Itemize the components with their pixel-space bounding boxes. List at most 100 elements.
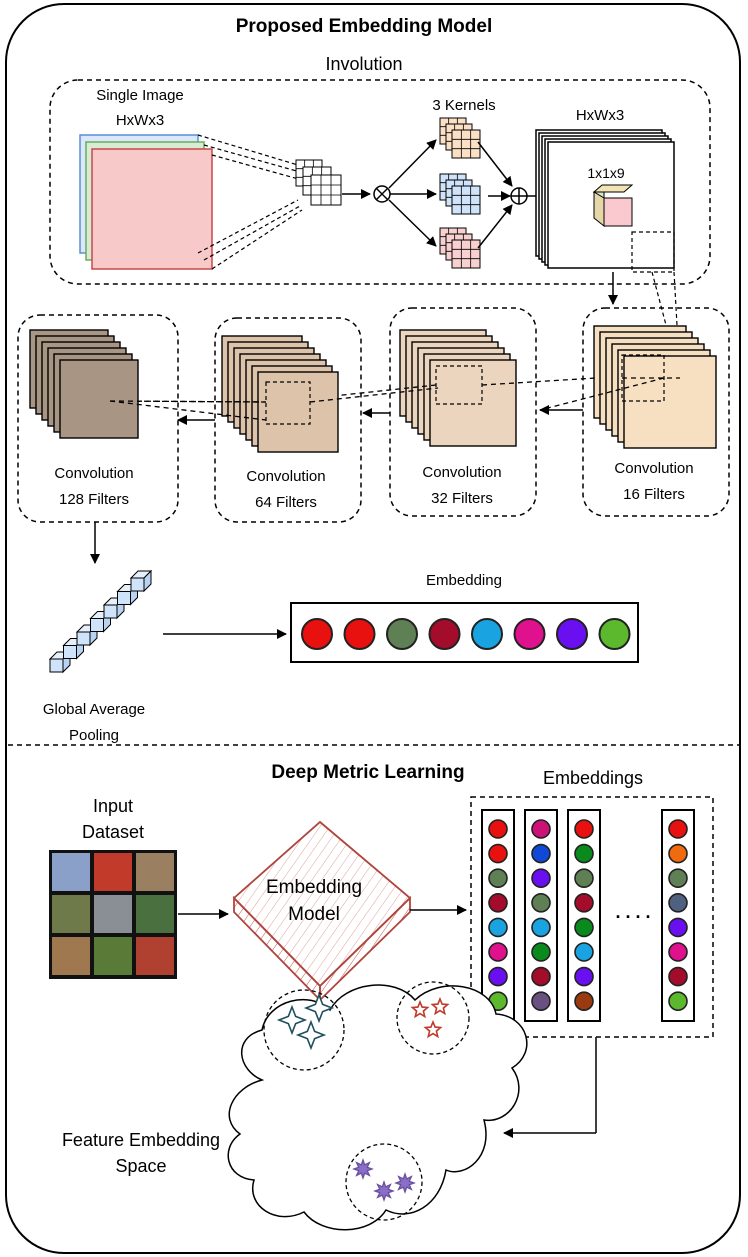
embedding-dot (471, 618, 503, 650)
dataset-thumbnail (52, 895, 90, 933)
embedding-column-dot (488, 966, 508, 987)
embedding-column-dot (488, 843, 508, 864)
pooling-cube-front (90, 618, 104, 632)
embedding-column-dot (668, 991, 688, 1012)
model-label-line1: Embedding (266, 877, 362, 898)
input-dataset-grid (49, 850, 177, 979)
cluster-purple (345, 1143, 423, 1221)
kernel-pink-front (451, 239, 481, 269)
kernel-stacks (439, 117, 481, 269)
embedding-column-frame (524, 809, 558, 1022)
embedding-column-dot (574, 966, 594, 987)
dataset-thumbnail (52, 853, 90, 891)
conv16-label-line1: Convolution (614, 460, 693, 477)
cluster-stars (276, 992, 450, 1202)
embedding-dot (428, 618, 461, 650)
kernel-blue-front (451, 185, 481, 215)
embedding-column-dot (488, 942, 508, 962)
output-stack (535, 129, 675, 269)
kernel-top-to-add-arrow (477, 141, 513, 187)
embedding-column-dot (574, 991, 594, 1012)
patch-grid (295, 159, 342, 206)
output-size-label: HxWx3 (576, 107, 624, 124)
feature-space-label-line2: Space (115, 1156, 166, 1176)
conv64-label-line1: Convolution (246, 468, 325, 485)
embedding-column-dot (531, 819, 551, 839)
embedding-dot (343, 618, 376, 650)
embedding-column-dot (668, 892, 688, 913)
input-projection-lines (197, 134, 303, 270)
burst-star (394, 1172, 416, 1194)
conv128-label-line1: Convolution (54, 465, 133, 482)
embedding-column-dot (531, 892, 551, 913)
input-dataset-label-line1: Input (93, 796, 133, 816)
embedding-column-dot (488, 819, 508, 839)
feature-map (429, 359, 517, 447)
embedding-column-dot (531, 966, 551, 987)
output-region-box (631, 231, 675, 273)
patch-grid-front (310, 174, 342, 206)
burst-star (352, 1158, 374, 1180)
embedding-column-dot (574, 892, 594, 913)
pooling-cube-front (117, 591, 131, 605)
dataset-thumbnail (94, 853, 132, 891)
embeddings-frame (470, 796, 714, 1038)
embedding-column-dot (531, 843, 551, 864)
pooling-cube-front (49, 658, 64, 673)
kernels-label: 3 Kernels (432, 97, 495, 114)
embedding-column-dot (668, 942, 688, 962)
mult-to-kernel-top-arrow (388, 139, 437, 189)
embedding-dot (513, 618, 546, 650)
pooling-label-line2: Pooling (69, 727, 119, 744)
model-label-line2: Model (288, 904, 340, 925)
sparkle-star (303, 992, 335, 1024)
embedding-dot (598, 618, 631, 650)
dataset-thumbnail (136, 937, 174, 975)
embedding-column-frame (661, 809, 695, 1022)
embedding-column (567, 809, 601, 1022)
receptive-field-box (265, 381, 311, 425)
embedding-model-block (232, 820, 412, 1003)
embeddings-ellipsis: . . . . (615, 902, 650, 922)
conv-block-frame-128 (17, 314, 179, 523)
input-size-label: HxWx3 (116, 112, 164, 129)
embedding-column-dot (488, 892, 508, 913)
feature-map (257, 371, 339, 453)
star (430, 996, 450, 1016)
pooling-cube-front (103, 604, 118, 619)
involution-block: Involution Single Image HxWx3 3 Kernels (49, 54, 711, 285)
embedding-column-dot (531, 991, 551, 1012)
projection-line (309, 387, 439, 403)
embedding-column (661, 809, 695, 1022)
sparkle-star (276, 1004, 308, 1036)
cluster-red (396, 981, 470, 1055)
embedding-column-dot (574, 942, 594, 962)
add-icon (510, 187, 528, 205)
embedding-column-frame (567, 809, 601, 1022)
embedding-columns (481, 809, 695, 1022)
conv64-label-line2: 64 Filters (255, 494, 317, 511)
pooling-cube-front (76, 631, 91, 646)
kernel-orange-front (451, 129, 481, 159)
sparkle-star (295, 1019, 327, 1051)
burst-star (373, 1180, 395, 1202)
embedding-dot (301, 618, 333, 650)
embedding-column-dot (668, 966, 688, 987)
dataset-thumbnail (52, 937, 90, 975)
dataset-thumbnail (136, 895, 174, 933)
embedding-column-dot (531, 917, 551, 938)
mult-to-kernel-bottom-arrow (388, 199, 437, 247)
projection-line (481, 377, 597, 386)
input-dataset-label-line2: Dataset (82, 822, 144, 842)
conv32-label-line1: Convolution (422, 464, 501, 481)
pooling-cube-front (130, 577, 145, 592)
conv-stack-128 (29, 329, 267, 439)
conv-stack-64 (107, 335, 439, 453)
embeddings-label: Embeddings (543, 768, 643, 788)
feature-space-label-line1: Feature Embedding (62, 1130, 220, 1150)
multiply-icon (373, 185, 391, 203)
embedding-column-dot (668, 819, 688, 839)
embedding-column (481, 809, 515, 1022)
pooling-label-line1: Global Average (43, 701, 145, 718)
